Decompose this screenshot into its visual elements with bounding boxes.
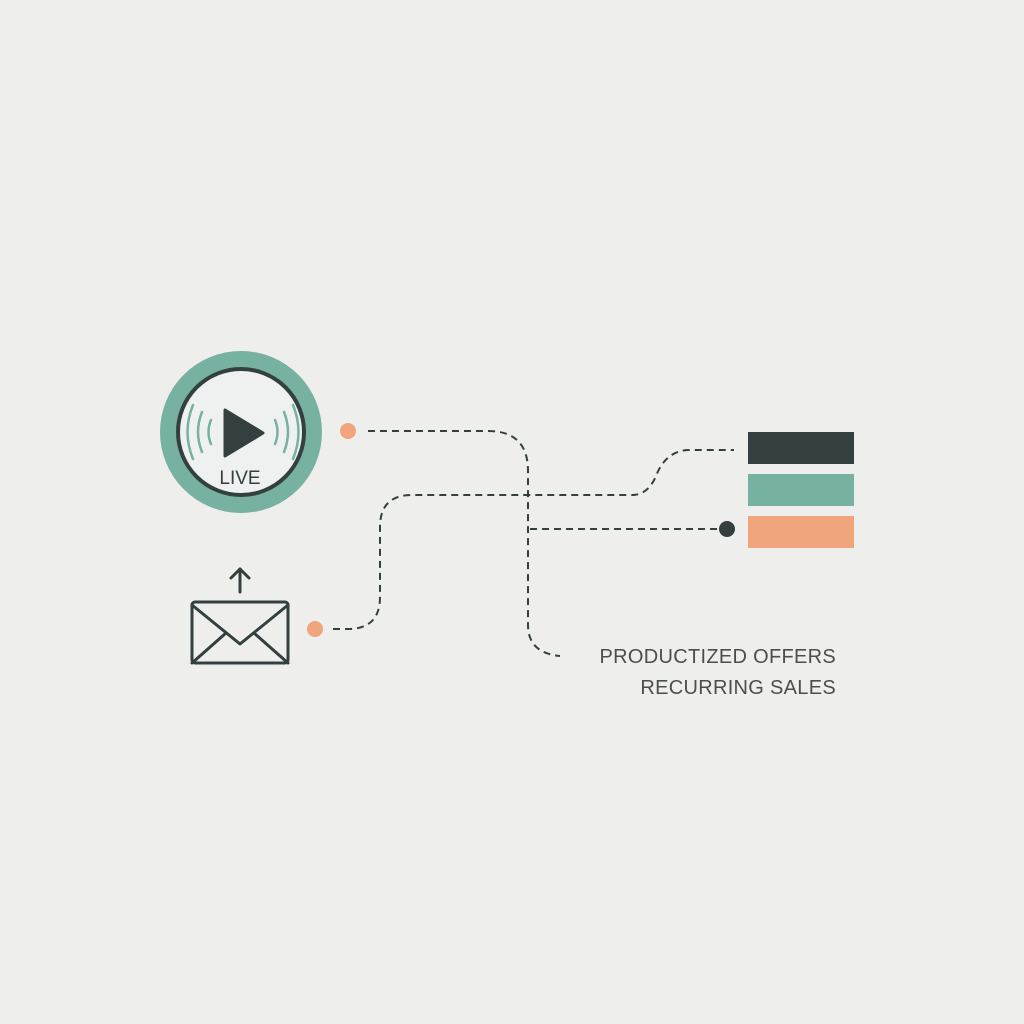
stack-bar-teal [748, 474, 854, 506]
live-label: LIVE [219, 468, 260, 489]
connector-live-path [368, 430, 561, 657]
broadcast-waves-icon [186, 403, 300, 461]
caption-recurring-sales: RECURRING SALES [640, 677, 836, 699]
email-source [190, 567, 290, 665]
live-badge: LIVE [160, 351, 322, 513]
live-connector-dot [340, 423, 356, 439]
stack-connector-dot [719, 521, 735, 537]
offer-stack [748, 432, 854, 548]
connectors [333, 430, 734, 657]
envelope-icon [190, 600, 290, 665]
caption-productized-offers: PRODUCTIZED OFFERS [599, 646, 836, 668]
stack-bar-dark [748, 432, 854, 464]
email-connector-dot [307, 621, 323, 637]
stack-bar-orange [748, 516, 854, 548]
arrow-up-icon [229, 567, 251, 594]
play-icon [223, 408, 265, 458]
connector-email-path [333, 449, 734, 630]
